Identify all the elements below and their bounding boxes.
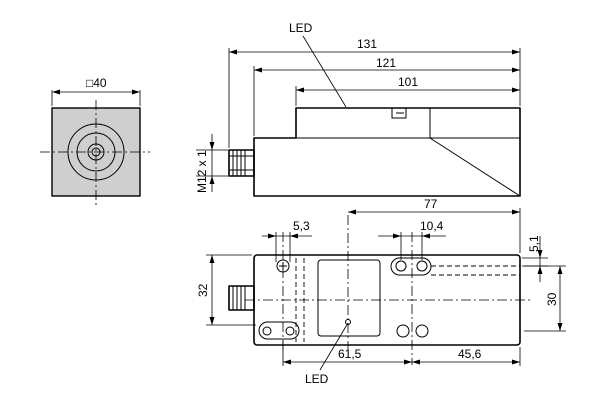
arrow-32-bottom [209,317,215,325]
dim-77-label: 77 [424,197,438,211]
dim-121-label: 121 [376,56,396,70]
arrow-5-3-r [290,233,298,239]
arrow-30-top [557,266,563,274]
dim-10-4-label: 10,4 [420,219,444,233]
dim-131-label: 131 [357,37,377,51]
side-led-window [391,108,407,119]
top-view: 77 5,3 10,4 5,1 30 32 [196,197,566,386]
dim-5-1-label: 5,1 [527,235,541,252]
dim-5-3-label: 5,3 [293,219,310,233]
front-view: □40 [40,76,150,205]
arrow-45-6-l [412,359,420,365]
dim-61-5-label: 61,5 [338,347,362,361]
hole-slot-tr-a [395,260,407,272]
arrow-131-r [512,49,520,55]
dim-32-label: 32 [196,283,210,297]
arrow-5-1-top [537,250,543,258]
side-chamfer-line [429,137,521,197]
hole-bottom-right [415,324,429,338]
arrow-40-l [52,89,60,95]
thread-label: M12 x 1 [195,150,209,193]
side-view: 131 121 101 LED M12 x 1 [195,21,521,197]
led-top-leader [302,35,347,108]
arrow-61-5-r [404,359,412,365]
arrow-5-1-bottom [537,266,543,274]
hole-slot-bl-a [262,326,272,336]
slot-bottom-left [258,321,300,340]
arrow-m12-top [209,142,215,150]
arrow-77-r [512,209,520,215]
top-sensing-window [317,259,381,337]
arrow-10-4-r [422,233,430,239]
arrow-10-4-l [393,233,401,239]
arrow-101-r [512,87,520,93]
arrow-77-l [348,209,356,215]
arrow-131-l [229,49,237,55]
hole-slot-tr-b [416,260,428,272]
arrow-m12-bottom [209,176,215,184]
arrow-5-3-l [268,233,276,239]
arrow-101-l [296,87,304,93]
hole-slot-bl-b [285,326,295,336]
arrow-121-l [254,67,262,73]
led-bottom-leader [319,322,349,371]
arrow-45-6-r [512,359,520,365]
square-40-label: □40 [86,76,107,90]
side-body-outline [253,107,521,197]
arrow-61-5-l [283,359,291,365]
arrow-30-bottom [557,323,563,331]
slot-top-right [390,257,432,276]
led-top-label: LED [289,21,313,35]
arrow-40-r [132,89,140,95]
dim-30-label: 30 [545,292,559,306]
dim-45-6-label: 45,6 [458,347,482,361]
arrow-121-r [512,67,520,73]
led-bottom-label: LED [305,372,329,386]
dim-101-label: 101 [398,75,418,89]
arrow-32-top [209,255,215,263]
hole-bottom-mid [396,324,410,338]
